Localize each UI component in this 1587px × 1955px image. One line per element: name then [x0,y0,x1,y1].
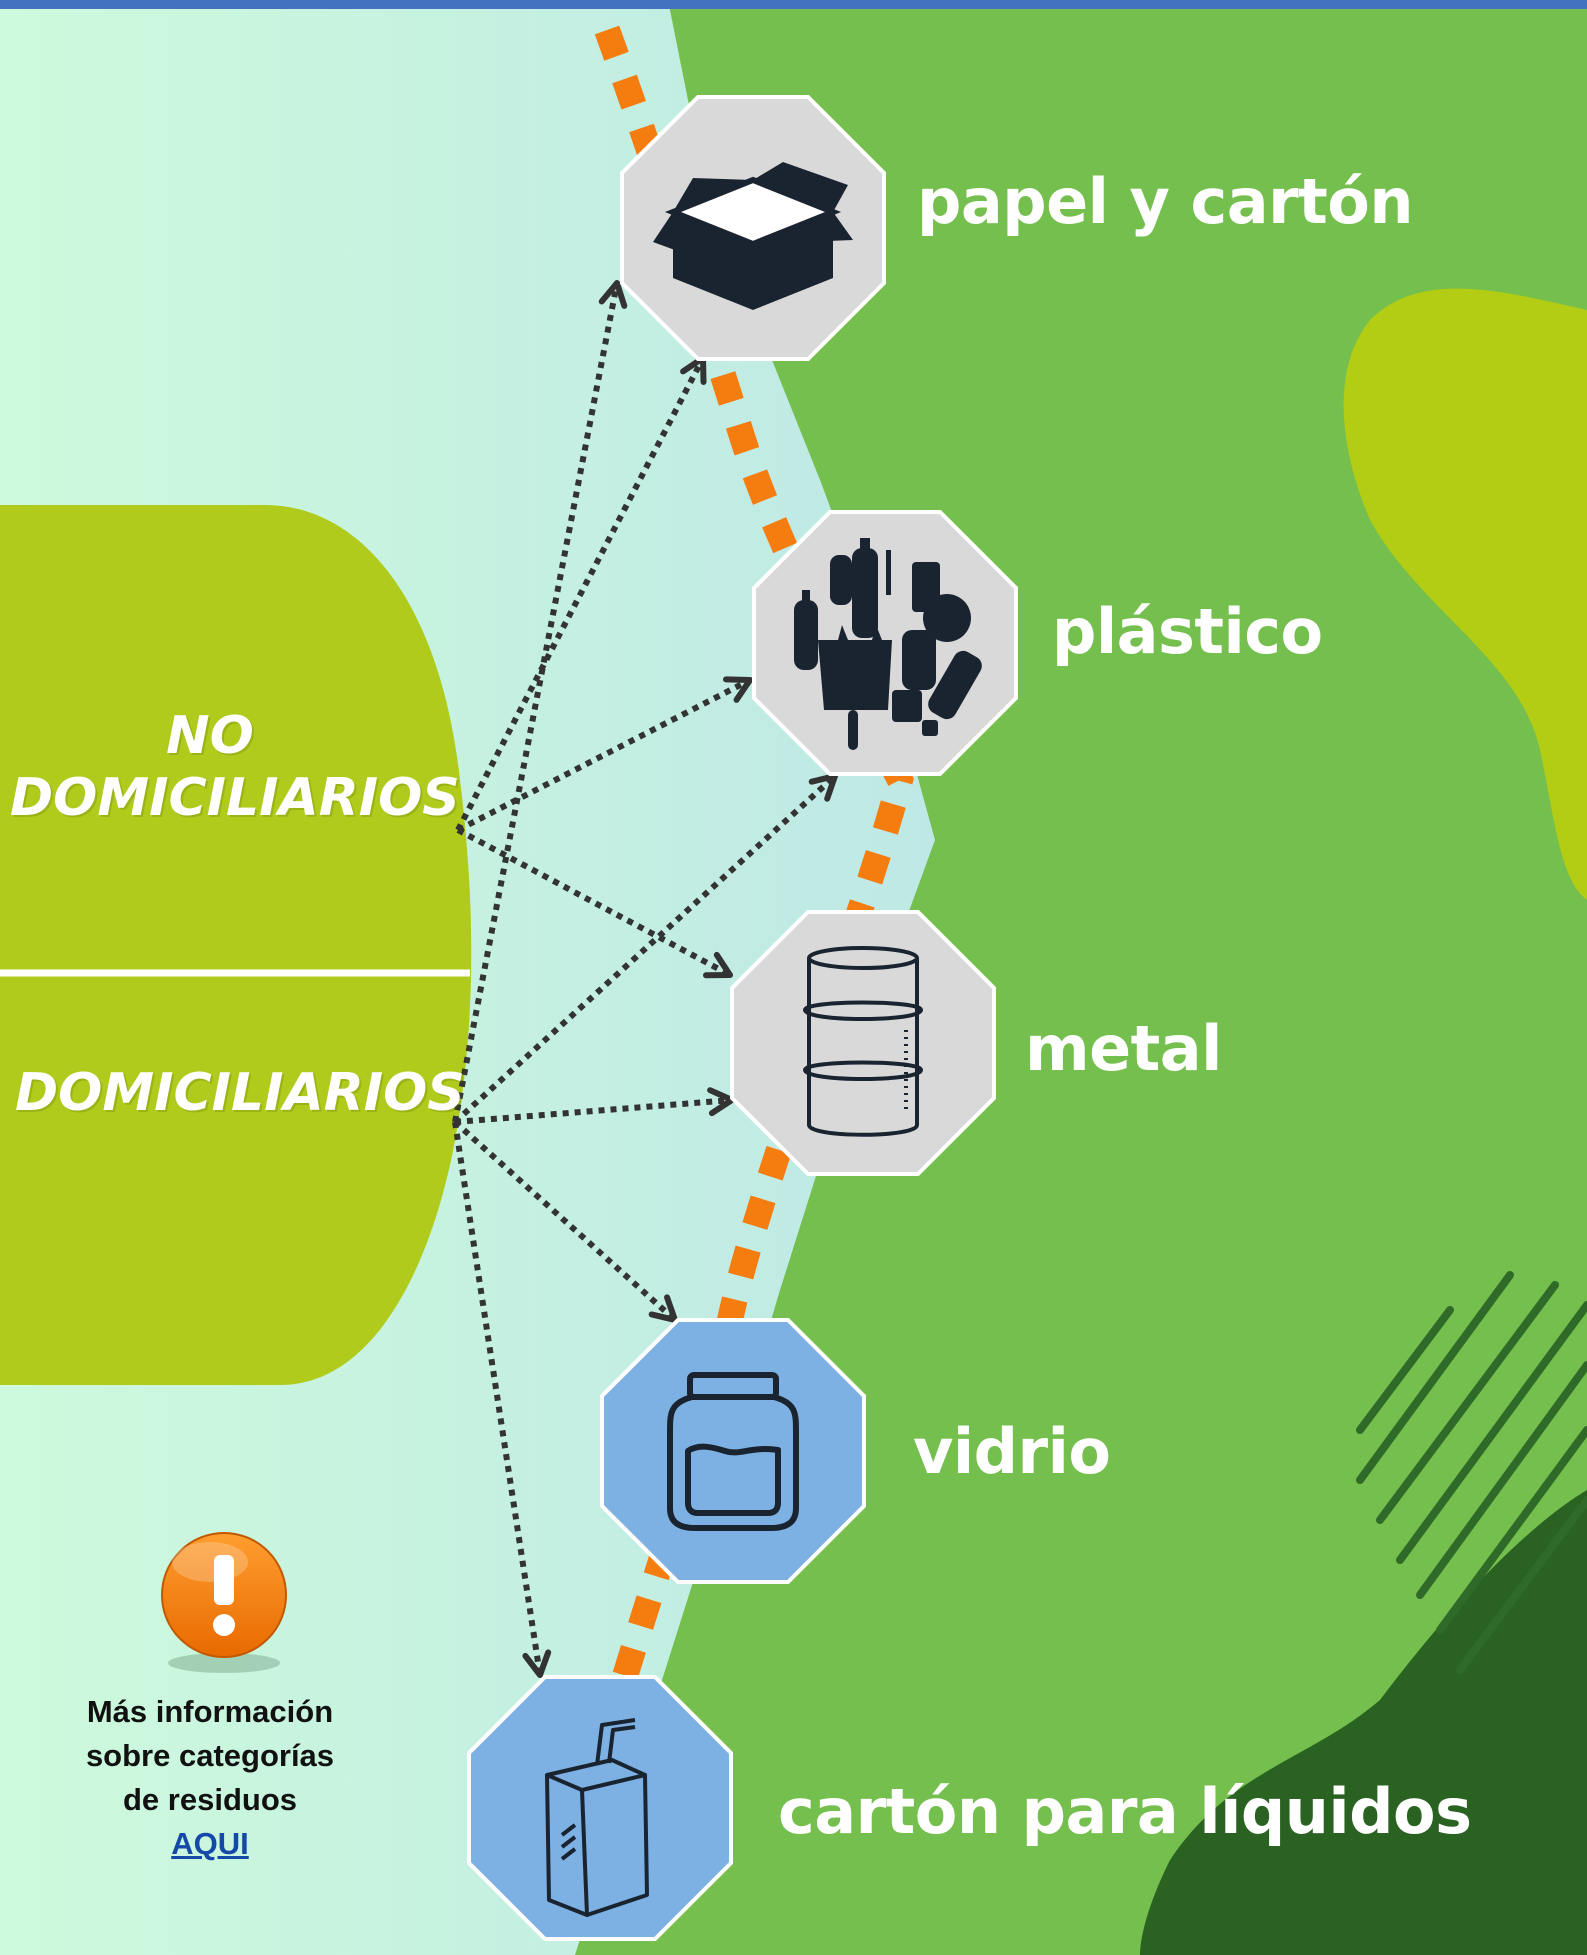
juice-carton-icon [545,1718,649,1917]
category-no-domiciliarios: NO DOMICILIARIOS [10,705,460,830]
arrowhead-no-domiciliarios-to-plastico [723,676,753,703]
info-line: de residuos [123,1782,297,1817]
label-carton-liquidos: cartón para líquidos [778,1775,1472,1848]
lime-blob [1343,288,1587,900]
label-metal: metal [1025,1012,1222,1085]
arrowhead-domiciliarios-to-carton-liquidos [522,1649,552,1678]
octagon-carton-liquidos [467,1675,733,1941]
arrowhead-domiciliarios-to-papel [598,280,628,309]
arrow-domiciliarios-to-papel [452,282,620,1123]
info-link[interactable]: AQUI [171,1826,249,1861]
category-label-line: NO [166,706,254,766]
arrow-domiciliarios-to-carton-liquidos [452,1121,543,1676]
octagon-vidrio [600,1318,866,1584]
label-plastico: plástico [1052,595,1323,668]
arrow-domiciliarios-to-vidrio [452,1119,678,1323]
arrow-no-domiciliarios-to-papel [455,356,706,832]
octagon-metal [730,910,996,1176]
arrow-domiciliarios-to-plastico [452,773,838,1125]
arrow-domiciliarios-to-metal [454,1097,733,1125]
top-bar [0,0,1587,9]
octagon-plastico [752,510,1018,776]
label-papel: papel y cartón [917,165,1414,238]
connection-arrows [452,280,838,1678]
arrow-no-domiciliarios-to-metal [456,827,732,978]
arrowhead-no-domiciliarios-to-metal [703,951,733,979]
label-vidrio: vidrio [913,1415,1111,1488]
category-label-line: DOMICILIARIOS [15,1063,465,1123]
info-block: Más información sobre categorías de resi… [40,1690,380,1866]
plastic-waste-icon [794,538,982,750]
arrowhead-domiciliarios-to-vidrio [648,1294,678,1323]
octagon-papel [620,95,886,361]
category-domiciliarios: DOMICILIARIOS [15,1062,465,1124]
exclamation-icon [161,1532,287,1673]
dark-green-shape [1140,1490,1587,1955]
glass-jar-icon [667,1372,799,1531]
metal-barrel-icon [803,946,923,1137]
decorative-stripes [1356,1271,1587,1674]
cardboard-box-icon [653,162,853,310]
info-line: Más información [86,1694,334,1729]
category-label-line: DOMICILIARIOS [10,768,460,829]
arrowhead-domiciliarios-to-plastico [808,773,838,802]
category-panel [0,505,472,1385]
info-line: sobre categorías [85,1738,335,1773]
